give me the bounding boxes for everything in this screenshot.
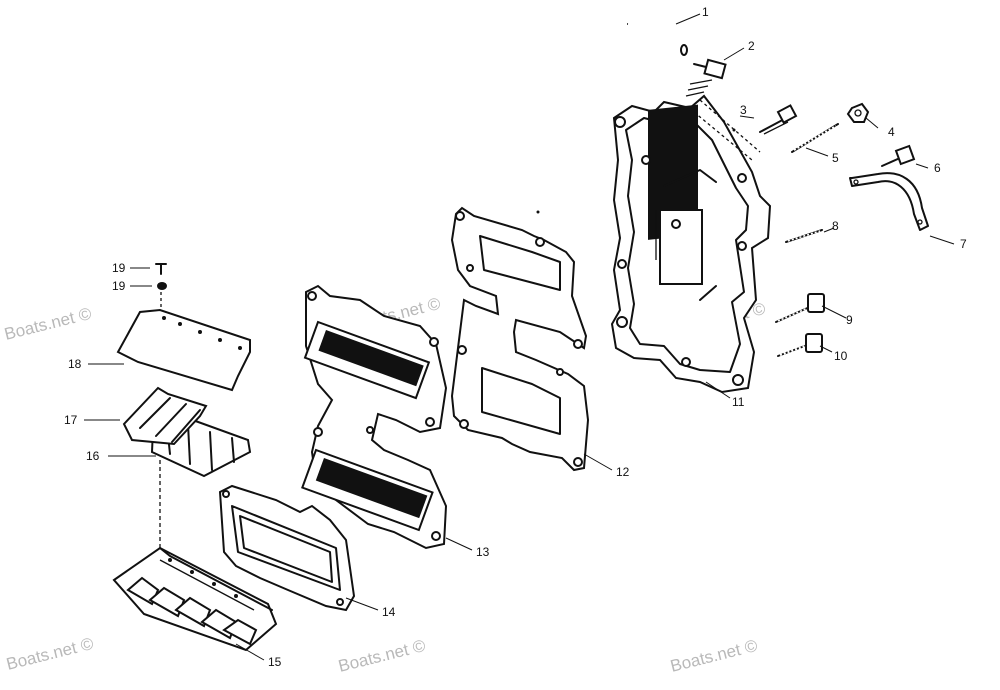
- callout-6: 6: [934, 161, 941, 175]
- callout-9: 9: [846, 313, 853, 327]
- callout-8: 8: [832, 219, 839, 233]
- watermark: Boats.net ©: [336, 636, 427, 676]
- part-bolt-9: [775, 293, 825, 323]
- part-stud: [791, 123, 839, 153]
- part-clamp: [849, 172, 929, 231]
- callout-2: 2: [748, 39, 755, 53]
- leader-lines: [84, 13, 955, 661]
- callout-labels: 1 2 3 4 5 6 7 8 9 10 11 12 13 14 15 16 1…: [64, 5, 967, 669]
- part-stud-8: [785, 229, 823, 243]
- callout-11: 11: [732, 395, 745, 409]
- callout-7: 7: [960, 237, 967, 251]
- part-fitting: [685, 58, 727, 97]
- part-hose: [627, 21, 688, 56]
- watermark: Boats.net ©: [2, 304, 93, 344]
- callout-18: 18: [68, 357, 82, 371]
- part-adapter-plate: [610, 94, 772, 394]
- dot-mark: [732, 128, 736, 132]
- watermark: Boats.net ©: [668, 636, 759, 676]
- dot-mark: [536, 210, 540, 214]
- callout-14: 14: [382, 605, 396, 619]
- part-screw-washer: [155, 263, 167, 310]
- callout-17: 17: [64, 413, 78, 427]
- callout-19a: 19: [112, 261, 126, 275]
- part-stop-plate: [116, 308, 251, 392]
- part-bolt-3: [759, 104, 798, 135]
- callout-12: 12: [616, 465, 630, 479]
- part-reed-stops: [122, 386, 208, 446]
- callout-10: 10: [834, 349, 848, 363]
- callout-15: 15: [268, 655, 282, 669]
- callout-16: 16: [86, 449, 100, 463]
- part-nut: [846, 102, 870, 123]
- part-screw-6: [881, 144, 916, 167]
- callout-1: 1: [702, 5, 709, 19]
- callout-4: 4: [888, 125, 895, 139]
- part-reed-seal: [218, 484, 356, 612]
- callout-13: 13: [476, 545, 490, 559]
- callout-5: 5: [832, 151, 839, 165]
- callout-19b: 19: [112, 279, 126, 293]
- callout-3: 3: [740, 103, 747, 117]
- part-bolt-10: [777, 333, 823, 357]
- watermark: Boats.net ©: [4, 634, 95, 674]
- part-reed-block: [301, 284, 448, 550]
- part-gasket: [450, 206, 590, 472]
